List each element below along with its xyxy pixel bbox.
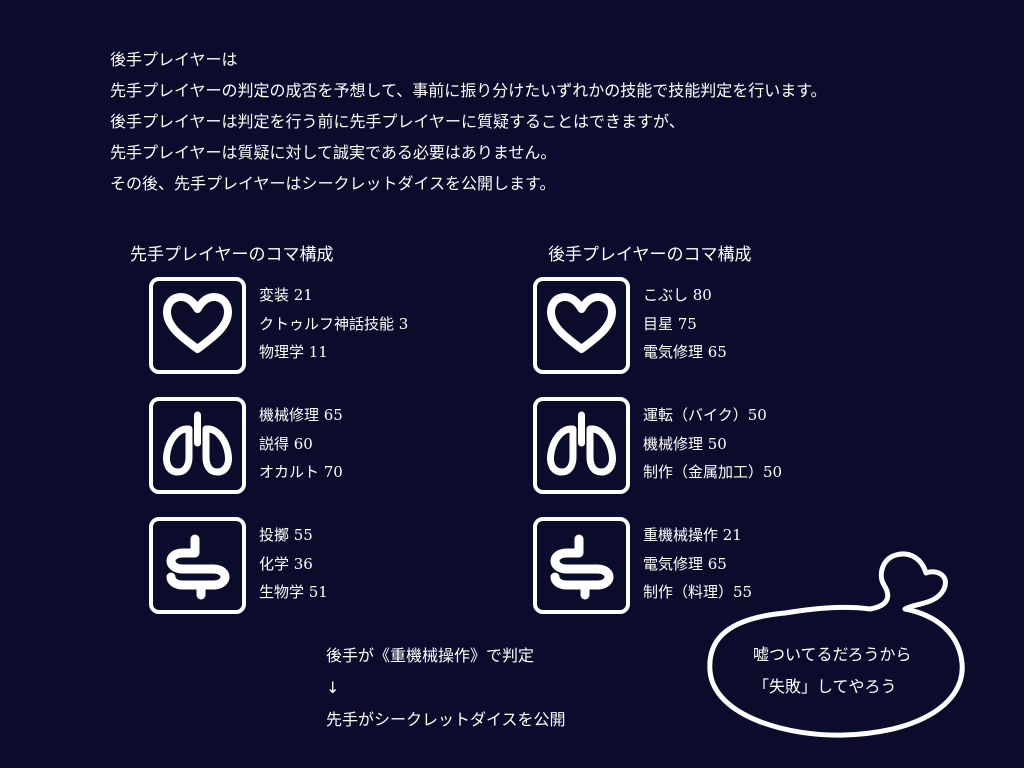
result-flow: 後手が《重機械操作》で判定 ↓ 先手がシークレットダイスを公開 xyxy=(326,640,566,736)
skill-entry: 電気修理 65 xyxy=(643,554,727,573)
first-player-heading: 先手プレイヤーのコマ構成 xyxy=(130,245,334,265)
skill-entry: 運転（バイク）50 xyxy=(643,406,767,424)
first-heart-skills: 変装 21 クトゥルフ神話技能 3 物理学 11 xyxy=(259,281,408,367)
second-lungs-skills: 運転（バイク）50 機械修理 50 制作（金属加工）50 xyxy=(643,401,782,487)
intro-line: 先手プレイヤーは質疑に対して誠実である必要はありません。 xyxy=(110,143,557,162)
skill-entry: 制作（料理）55 xyxy=(643,583,753,601)
skill-entry: 機械修理 50 xyxy=(643,434,727,453)
intestine-icon xyxy=(149,517,246,614)
heart-icon xyxy=(533,277,630,374)
down-arrow: ↓ xyxy=(326,678,340,697)
first-intestine-skills: 投擲 55 化学 36 生物学 51 xyxy=(259,521,328,607)
skill-entry: 生物学 51 xyxy=(259,583,328,601)
intro-line: その後、先手プレイヤーはシークレットダイスを公開します。 xyxy=(110,174,556,193)
skill-entry: 電気修理 65 xyxy=(643,343,727,361)
skill-entry: 化学 36 xyxy=(259,554,313,573)
result-reveal: 先手がシークレットダイスを公開 xyxy=(326,710,566,729)
first-lungs-skills: 機械修理 65 説得 60 オカルト 70 xyxy=(259,401,343,487)
skill-entry: 目星 75 xyxy=(643,314,697,333)
thought-line: 「失敗」してやろう xyxy=(753,677,897,696)
intro-text: 後手プレイヤーは 先手プレイヤーの判定の成否を予想して、事前に振り分けたいずれか… xyxy=(110,44,990,199)
skill-entry: 説得 60 xyxy=(259,434,313,453)
skill-entry: オカルト 70 xyxy=(259,463,343,481)
intestine-icon xyxy=(533,517,630,614)
thought-bubble-text: 嘘ついてるだろうから 「失敗」してやろう xyxy=(753,639,912,703)
intro-line: 先手プレイヤーの判定の成否を予想して、事前に振り分けたいずれかの技能で技能判定を… xyxy=(110,81,827,100)
skill-entry: 機械修理 65 xyxy=(259,406,343,424)
skill-entry: こぶし 80 xyxy=(643,286,712,304)
lungs-icon xyxy=(149,397,246,494)
skill-entry: クトゥルフ神話技能 3 xyxy=(259,314,409,333)
lungs-icon xyxy=(533,397,630,494)
second-player-heading: 後手プレイヤーのコマ構成 xyxy=(548,245,752,265)
skill-entry: 物理学 11 xyxy=(259,343,328,361)
skill-entry: 投擲 55 xyxy=(259,526,313,544)
intro-line: 後手プレイヤーは判定を行う前に先手プレイヤーに質疑することはできますが、 xyxy=(110,112,685,131)
thought-bubble xyxy=(707,551,965,738)
skill-entry: 重機械操作 21 xyxy=(643,526,742,544)
intro-line: 後手プレイヤーは xyxy=(110,50,238,69)
skill-entry: 制作（金属加工）50 xyxy=(643,463,783,481)
second-heart-skills: こぶし 80 目星 75 電気修理 65 xyxy=(643,281,727,367)
result-judgement: 後手が《重機械操作》で判定 xyxy=(326,646,535,665)
skill-entry: 変装 21 xyxy=(259,286,313,304)
thought-line: 嘘ついてるだろうから xyxy=(753,645,912,664)
second-intestine-skills: 重機械操作 21 電気修理 65 制作（料理）55 xyxy=(643,521,752,607)
heart-icon xyxy=(149,277,246,374)
